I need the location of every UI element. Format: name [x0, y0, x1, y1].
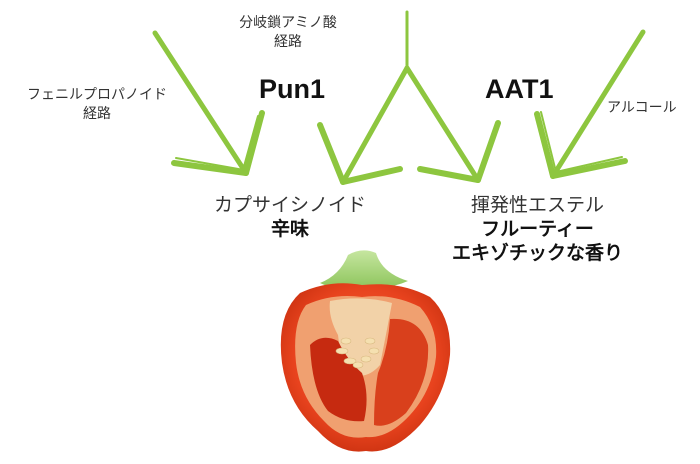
product-capsaicinoid: カプサイシノイド 辛味	[190, 193, 390, 241]
product-volatile-ester-trait-line2: エキゾチックな香り	[451, 242, 623, 264]
product-capsaicinoid-name: カプサイシノイド	[213, 194, 366, 216]
product-volatile-ester-trait-line1: フルーティー	[481, 218, 594, 240]
product-volatile-ester: 揮発性エステル フルーティー エキゾチックな香り	[430, 193, 645, 265]
precursor-branched-amino-acid: 分岐鎖アミノ酸 経路	[218, 14, 358, 52]
pepper-cavity-right	[374, 318, 429, 426]
pepper-image	[280, 250, 451, 452]
enzyme-aat1: AAT1	[485, 74, 554, 104]
arrow-phenylpropanoid	[152, 30, 265, 176]
product-capsaicinoid-trait: 辛味	[270, 218, 309, 240]
precursor-phenylpropanoid-line2: 経路	[83, 106, 111, 122]
enzyme-pun1: Pun1	[259, 74, 326, 104]
precursor-branched-amino-acid-line2: 経路	[274, 34, 302, 50]
pepper-stem	[320, 250, 408, 290]
precursor-phenylpropanoid: フェニルプロパノイド 経路	[2, 86, 192, 124]
product-volatile-ester-name: 揮発性エステル	[470, 194, 604, 216]
arrow-alcohol	[534, 29, 646, 179]
pepper-cavity-left	[310, 337, 367, 422]
arrow-branched-amino-acid	[317, 10, 501, 185]
precursor-branched-amino-acid-line1: 分岐鎖アミノ酸	[239, 15, 337, 31]
precursor-phenylpropanoid-line1: フェニルプロパノイド	[27, 87, 167, 103]
precursor-alcohol: アルコール	[607, 100, 677, 116]
